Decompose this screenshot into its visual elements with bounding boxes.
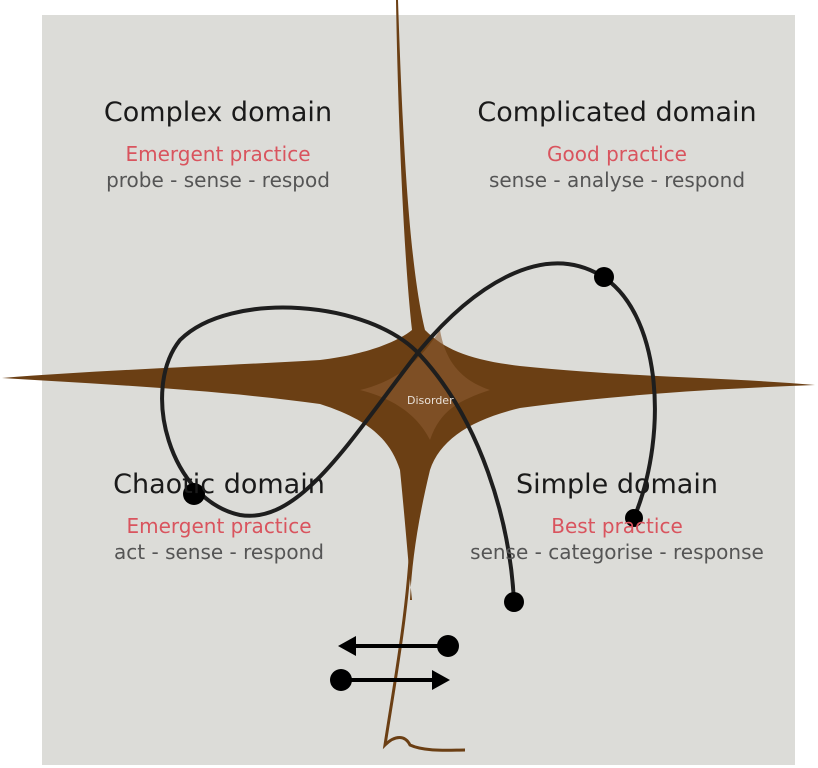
domain-steps: act - sense - respond bbox=[114, 540, 324, 564]
domain-title: Complicated domain bbox=[477, 97, 757, 128]
curve-dot bbox=[183, 483, 205, 505]
curve-dot bbox=[504, 592, 524, 612]
domain-practice: Emergent practice bbox=[126, 514, 312, 538]
domain-practice: Emergent practice bbox=[125, 142, 311, 166]
domain-practice: Good practice bbox=[547, 142, 687, 166]
disorder-boundary-shape bbox=[2, 0, 815, 600]
right-arrow bbox=[330, 669, 450, 691]
domain-title: Simple domain bbox=[516, 469, 718, 500]
disorder-highlight bbox=[360, 330, 490, 440]
domain-practice: Best practice bbox=[551, 514, 683, 538]
domain-title: Complex domain bbox=[103, 97, 333, 128]
boundary-stem bbox=[382, 519, 466, 752]
curve-dot bbox=[594, 267, 614, 287]
simple-domain: Simple domain Best practice sense - cate… bbox=[457, 469, 777, 564]
domain-steps: sense - categorise - response bbox=[470, 540, 764, 564]
domain-title: Chaotic domain bbox=[113, 469, 325, 500]
chaotic-domain: Chaotic domain Emergent practice act - s… bbox=[59, 469, 379, 564]
complicated-domain: Complicated domain Good practice sense -… bbox=[457, 97, 777, 192]
disorder-label: Disorder bbox=[407, 394, 454, 407]
domain-steps: probe - sense - respod bbox=[106, 168, 330, 192]
domain-steps: sense - analyse - respond bbox=[488, 168, 746, 192]
left-arrow bbox=[338, 635, 459, 657]
curve-dot bbox=[625, 509, 643, 527]
complex-domain: Complex domain Emergent practice probe -… bbox=[58, 97, 378, 192]
